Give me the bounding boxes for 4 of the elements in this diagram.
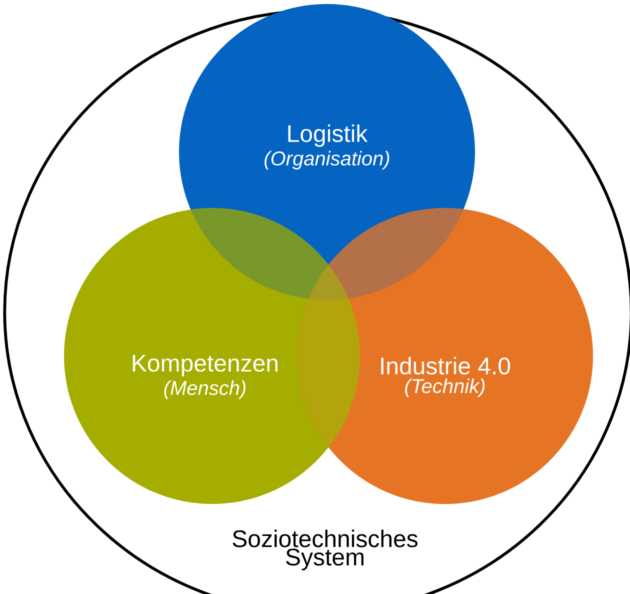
circle-label: Kompetenzen (Mensch) (132, 354, 278, 400)
system-label: Soziotechnisches System (232, 530, 418, 570)
circle-label: Logistik (Organisation) (264, 124, 390, 170)
circle-label: Industrie 4.0 (Technik) (381, 356, 510, 398)
